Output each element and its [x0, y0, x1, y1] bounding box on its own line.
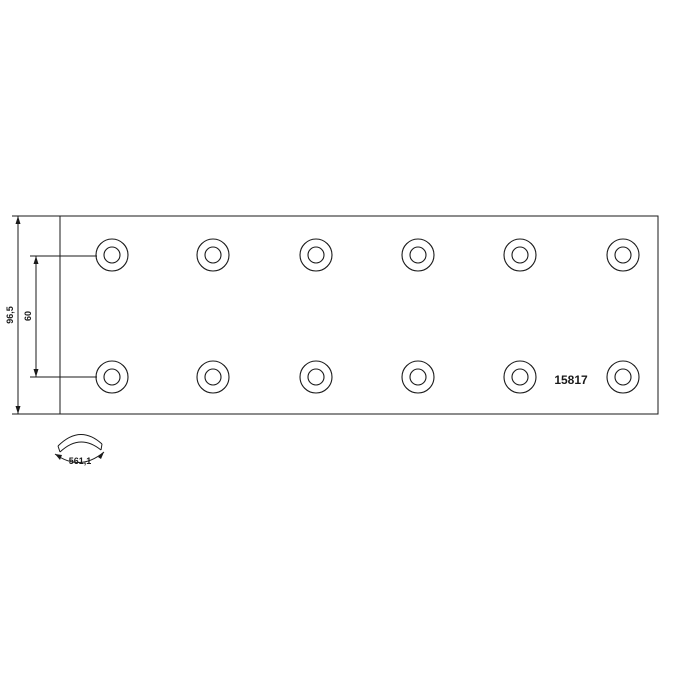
rivet-hole-outer	[606, 360, 640, 394]
rivet-hole-outer	[95, 238, 129, 272]
radius-label: 561,1	[69, 456, 92, 466]
rivet-hole-inner	[204, 246, 222, 264]
rivet-hole-inner	[307, 246, 325, 264]
rivet-hole-inner	[614, 368, 632, 386]
rivet-hole-inner	[103, 368, 121, 386]
rivet-hole-outer	[196, 360, 230, 394]
rivet-hole	[401, 238, 435, 272]
rivet-hole-outer	[299, 360, 333, 394]
rivet-hole-outer	[401, 238, 435, 272]
rivet-hole-inner	[103, 246, 121, 264]
rivet-hole-inner	[511, 368, 529, 386]
rivet-hole-outer	[95, 360, 129, 394]
overall-width-dimension: 96,5	[5, 215, 60, 415]
rivet-hole-outer	[503, 360, 537, 394]
rivet-hole	[606, 360, 640, 394]
radius-symbol: 561,1	[54, 434, 105, 466]
rivet-hole	[95, 238, 129, 272]
rivet-hole-inner	[409, 246, 427, 264]
rivet-hole	[503, 360, 537, 394]
rivet-hole-inner	[614, 246, 632, 264]
rivet-hole-outer	[606, 238, 640, 272]
rivet-hole	[299, 360, 333, 394]
rivet-hole-outer	[196, 238, 230, 272]
rivet-hole	[196, 238, 230, 272]
rivet-hole	[401, 360, 435, 394]
rivet-hole	[606, 238, 640, 272]
lining-plate-outline	[59, 215, 659, 415]
part-number-label: 15817	[554, 373, 588, 387]
hole-spacing-dimension: 60	[23, 255, 97, 378]
rivet-hole-inner	[511, 246, 529, 264]
rivet-hole-inner	[307, 368, 325, 386]
rivet-hole	[196, 360, 230, 394]
rivet-hole-inner	[409, 368, 427, 386]
rivet-hole-inner	[204, 368, 222, 386]
rivet-hole	[95, 360, 129, 394]
rivet-hole-outer	[299, 238, 333, 272]
rivet-hole	[299, 238, 333, 272]
rivet-hole-outer	[401, 360, 435, 394]
overall-width-label: 96,5	[5, 306, 15, 324]
rivet-hole	[503, 238, 537, 272]
rivet-holes	[95, 238, 640, 394]
rivet-hole-outer	[503, 238, 537, 272]
hole-spacing-label: 60	[23, 311, 33, 321]
